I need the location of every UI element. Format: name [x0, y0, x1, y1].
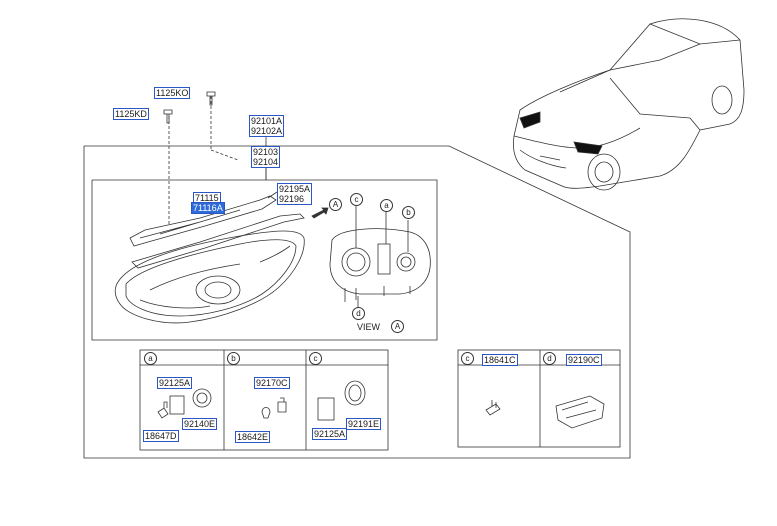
highlighted-headlamp-right — [573, 141, 603, 155]
view-arrow — [311, 207, 329, 219]
callout-92101a-92102a[interactable]: 92101A 92102A — [249, 115, 285, 137]
box-c-letter: c — [309, 352, 322, 365]
callout-1125kd[interactable]: 1125KD — [113, 108, 149, 120]
callout-92103-92104[interactable]: 92103 92104 — [251, 146, 281, 168]
callout-92102a: 92102A — [251, 126, 283, 136]
callout-92195a-92196[interactable]: 92195A 92196 — [277, 183, 313, 205]
marker-c: c — [350, 193, 363, 206]
marker-a: a — [380, 199, 393, 212]
callout-1125ko[interactable]: 1125KO — [154, 87, 191, 99]
callout-92196: 92196 — [279, 194, 305, 204]
callout-box-a-92140e[interactable]: 92140E — [182, 418, 218, 430]
box-c2-letter: c — [461, 352, 474, 365]
marker-b: b — [402, 206, 415, 219]
gasket — [131, 213, 305, 269]
callout-box-a-92125a[interactable]: 92125A — [157, 377, 193, 389]
box-a-letter: a — [144, 352, 157, 365]
right-detail-frame — [457, 349, 621, 448]
callout-92103: 92103 — [253, 147, 279, 157]
trim-strip — [129, 195, 277, 247]
callout-box-b-92170c[interactable]: 92170C — [254, 377, 290, 389]
outer-frame — [83, 145, 631, 459]
headlamp-body — [114, 230, 305, 324]
callout-box-c-92191e[interactable]: 92191E — [346, 418, 382, 430]
box-b-letter: b — [227, 352, 240, 365]
callout-92104: 92104 — [253, 157, 279, 167]
callout-box-b-18642e[interactable]: 18642E — [235, 431, 271, 443]
callout-92101a: 92101A — [251, 116, 283, 126]
callout-92195a: 92195A — [279, 184, 311, 194]
callout-box-d-92190c[interactable]: 92190C — [566, 354, 602, 366]
headlamp-rear-view — [329, 228, 431, 295]
view-label: VIEW — [357, 322, 381, 332]
car-sketch — [513, 18, 745, 191]
view-marker-a: A — [329, 198, 342, 211]
view-label-marker: A — [391, 320, 404, 333]
highlighted-headlamp-left — [519, 111, 541, 129]
box-d-letter: d — [543, 352, 556, 365]
marker-d: d — [352, 307, 365, 320]
callout-71116a[interactable]: 71116A — [191, 202, 225, 214]
callout-box-a-18647d[interactable]: 18647D — [143, 430, 179, 442]
callout-box-c-92125a[interactable]: 92125A — [312, 428, 348, 440]
assembly-frame — [91, 179, 438, 341]
callout-box-c2-18641c[interactable]: 18641C — [482, 354, 518, 366]
detail-boxes-frame — [139, 349, 389, 451]
